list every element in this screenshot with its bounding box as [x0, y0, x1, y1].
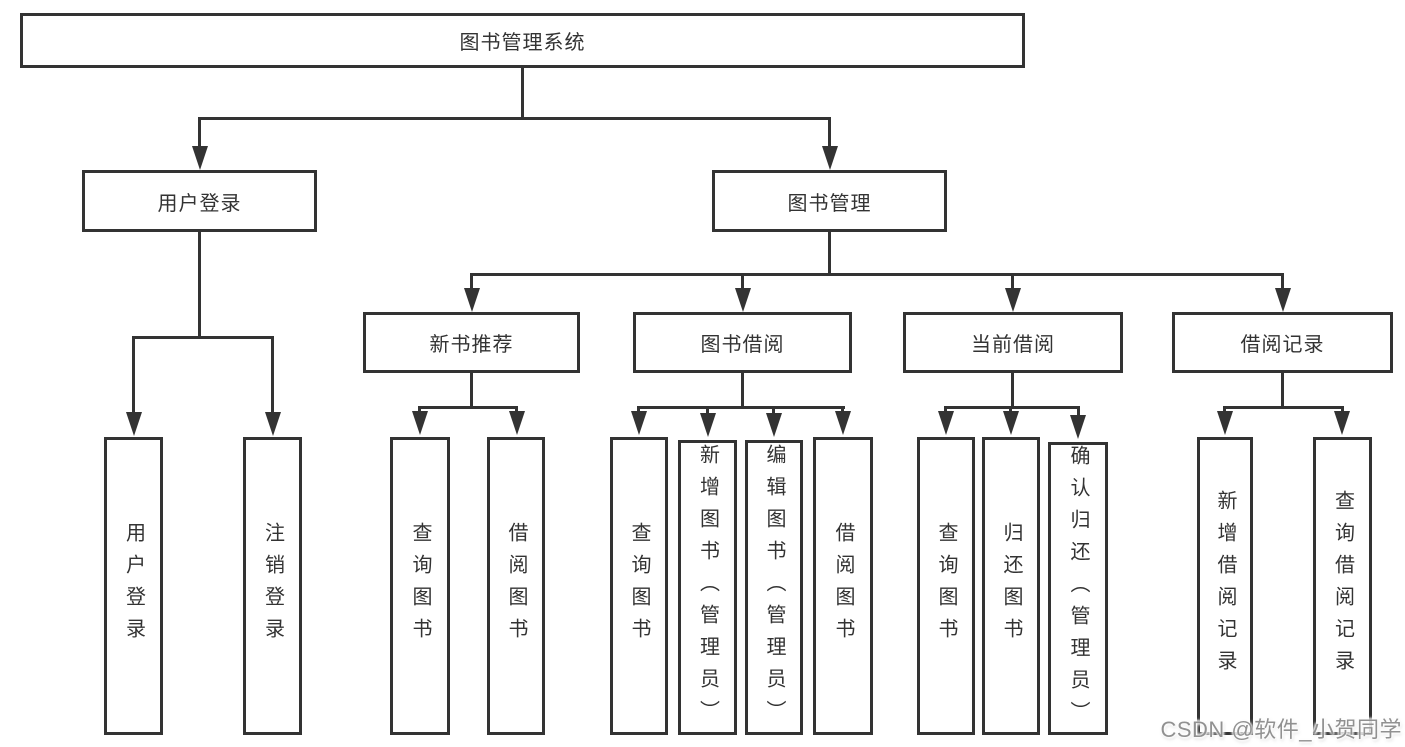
leaf-newbook-borrow-books-label: 借阅图书	[505, 522, 527, 650]
arrowhead-leaf-user-login	[126, 412, 142, 436]
connector-current-borrow-stub	[1011, 373, 1014, 406]
leaf-borrow-edit-books-admin-label: 编辑图书（管理员）	[763, 443, 785, 732]
leaf-borrow-add-books-admin-label: 新增图书（管理员）	[696, 443, 719, 732]
leaf-newbook-query-books-label: 查询图书	[409, 522, 431, 650]
connector-drop-book-mgmt	[828, 120, 831, 148]
connector-user-login-branch	[132, 336, 274, 339]
node-borrow-records: 借阅记录	[1172, 312, 1393, 373]
leaf-user-login: 用户登录	[104, 437, 163, 735]
connector-drop-current-borrow	[1011, 276, 1014, 290]
leaf-borrow-add-books-admin: 新增图书（管理员）	[678, 440, 737, 735]
arrowhead-br1	[1217, 411, 1233, 435]
arrowhead-user-login	[192, 146, 208, 170]
node-current-borrow: 当前借阅	[903, 312, 1123, 373]
leaf-borrow-edit-books-admin: 编辑图书（管理员）	[745, 440, 803, 735]
leaf-newbook-borrow-books: 借阅图书	[487, 437, 545, 735]
leaf-current-confirm-return-admin-label: 确认归还（管理员）	[1067, 445, 1089, 733]
connector-borrow-records-stub	[1281, 373, 1284, 406]
arrowhead-bb4	[835, 411, 851, 435]
node-borrow-records-label: 借阅记录	[1240, 334, 1325, 356]
leaf-logout: 注销登录	[243, 437, 302, 735]
node-current-borrow-label: 当前借阅	[971, 334, 1055, 356]
connector-drop-new-book	[470, 276, 473, 290]
node-root-label: 图书管理系统	[459, 32, 586, 54]
csdn-watermark: CSDN @软件_小贺同学	[1160, 717, 1402, 742]
arrowhead-book-borrow	[735, 288, 751, 312]
arrowhead-new-book	[464, 288, 480, 312]
leaf-current-confirm-return-admin: 确认归还（管理员）	[1048, 442, 1108, 735]
arrowhead-current-borrow	[1005, 288, 1021, 312]
arrowhead-bb2	[700, 413, 716, 437]
connector-book-mgmt-stub	[828, 232, 831, 273]
leaf-records-query-record-label: 查询借阅记录	[1331, 490, 1354, 682]
leaf-current-return-books: 归还图书	[982, 437, 1040, 735]
connector-drop-book-borrow	[741, 276, 744, 290]
node-new-book: 新书推荐	[363, 312, 580, 373]
connector-new-book-stub	[470, 373, 473, 406]
connector-book-borrow-stub	[741, 373, 744, 406]
node-book-mgmt: 图书管理	[712, 170, 947, 232]
arrowhead-cb2	[1003, 411, 1019, 435]
arrowhead-cb1	[938, 411, 954, 435]
node-root: 图书管理系统	[20, 13, 1025, 68]
leaf-records-add-record: 新增借阅记录	[1197, 437, 1253, 735]
connector-drop-borrow-records	[1281, 276, 1284, 290]
connector-drop-bb3	[772, 409, 775, 416]
leaf-current-query-books: 查询图书	[917, 437, 975, 735]
leaf-borrow-borrow-books: 借阅图书	[813, 437, 873, 735]
leaf-records-add-record-label: 新增借阅记录	[1214, 490, 1236, 682]
connector-user-login-stub	[198, 232, 201, 336]
connector-level3-branch	[470, 273, 1284, 276]
node-new-book-label: 新书推荐	[429, 334, 514, 356]
arrowhead-leaf-logout	[265, 412, 281, 436]
node-book-borrow-label: 图书借阅	[700, 334, 785, 356]
arrowhead-cb3	[1070, 415, 1086, 439]
arrowhead-book-mgmt	[822, 146, 838, 170]
arrowhead-nb1	[412, 411, 428, 435]
connector-drop-user-login	[198, 120, 201, 148]
arrowhead-nb2	[509, 411, 525, 435]
leaf-borrow-borrow-books-label: 借阅图书	[832, 522, 854, 650]
node-user-login-label: 用户登录	[157, 192, 242, 215]
leaf-borrow-query-books: 查询图书	[610, 437, 668, 735]
connector-borrow-records-branch	[1223, 406, 1344, 409]
arrowhead-bb1	[631, 411, 647, 435]
arrowhead-br2	[1334, 411, 1350, 435]
leaf-newbook-query-books: 查询图书	[390, 437, 450, 735]
connector-drop-cb3	[1077, 409, 1080, 418]
leaf-current-return-books-label: 归还图书	[1000, 522, 1022, 650]
connector-current-borrow-branch	[944, 406, 1080, 409]
leaf-current-query-books-label: 查询图书	[935, 522, 957, 650]
arrowhead-borrow-records	[1275, 288, 1291, 312]
leaf-records-query-record: 查询借阅记录	[1313, 437, 1372, 735]
arrowhead-bb3	[766, 413, 782, 437]
connector-drop-leaf-logout	[271, 339, 274, 413]
connector-root-stub	[521, 68, 524, 117]
connector-drop-bb2	[706, 409, 709, 416]
node-user-login: 用户登录	[82, 170, 317, 232]
connector-drop-leaf-user-login	[132, 339, 135, 413]
leaf-user-login-label: 用户登录	[122, 522, 145, 650]
connector-level1-branch	[198, 117, 831, 120]
leaf-logout-label: 注销登录	[261, 522, 284, 650]
connector-new-book-branch	[418, 406, 518, 409]
node-book-borrow: 图书借阅	[633, 312, 852, 373]
leaf-borrow-query-books-label: 查询图书	[628, 522, 650, 650]
node-book-mgmt-label: 图书管理	[787, 192, 872, 215]
connector-book-borrow-branch	[637, 406, 845, 409]
